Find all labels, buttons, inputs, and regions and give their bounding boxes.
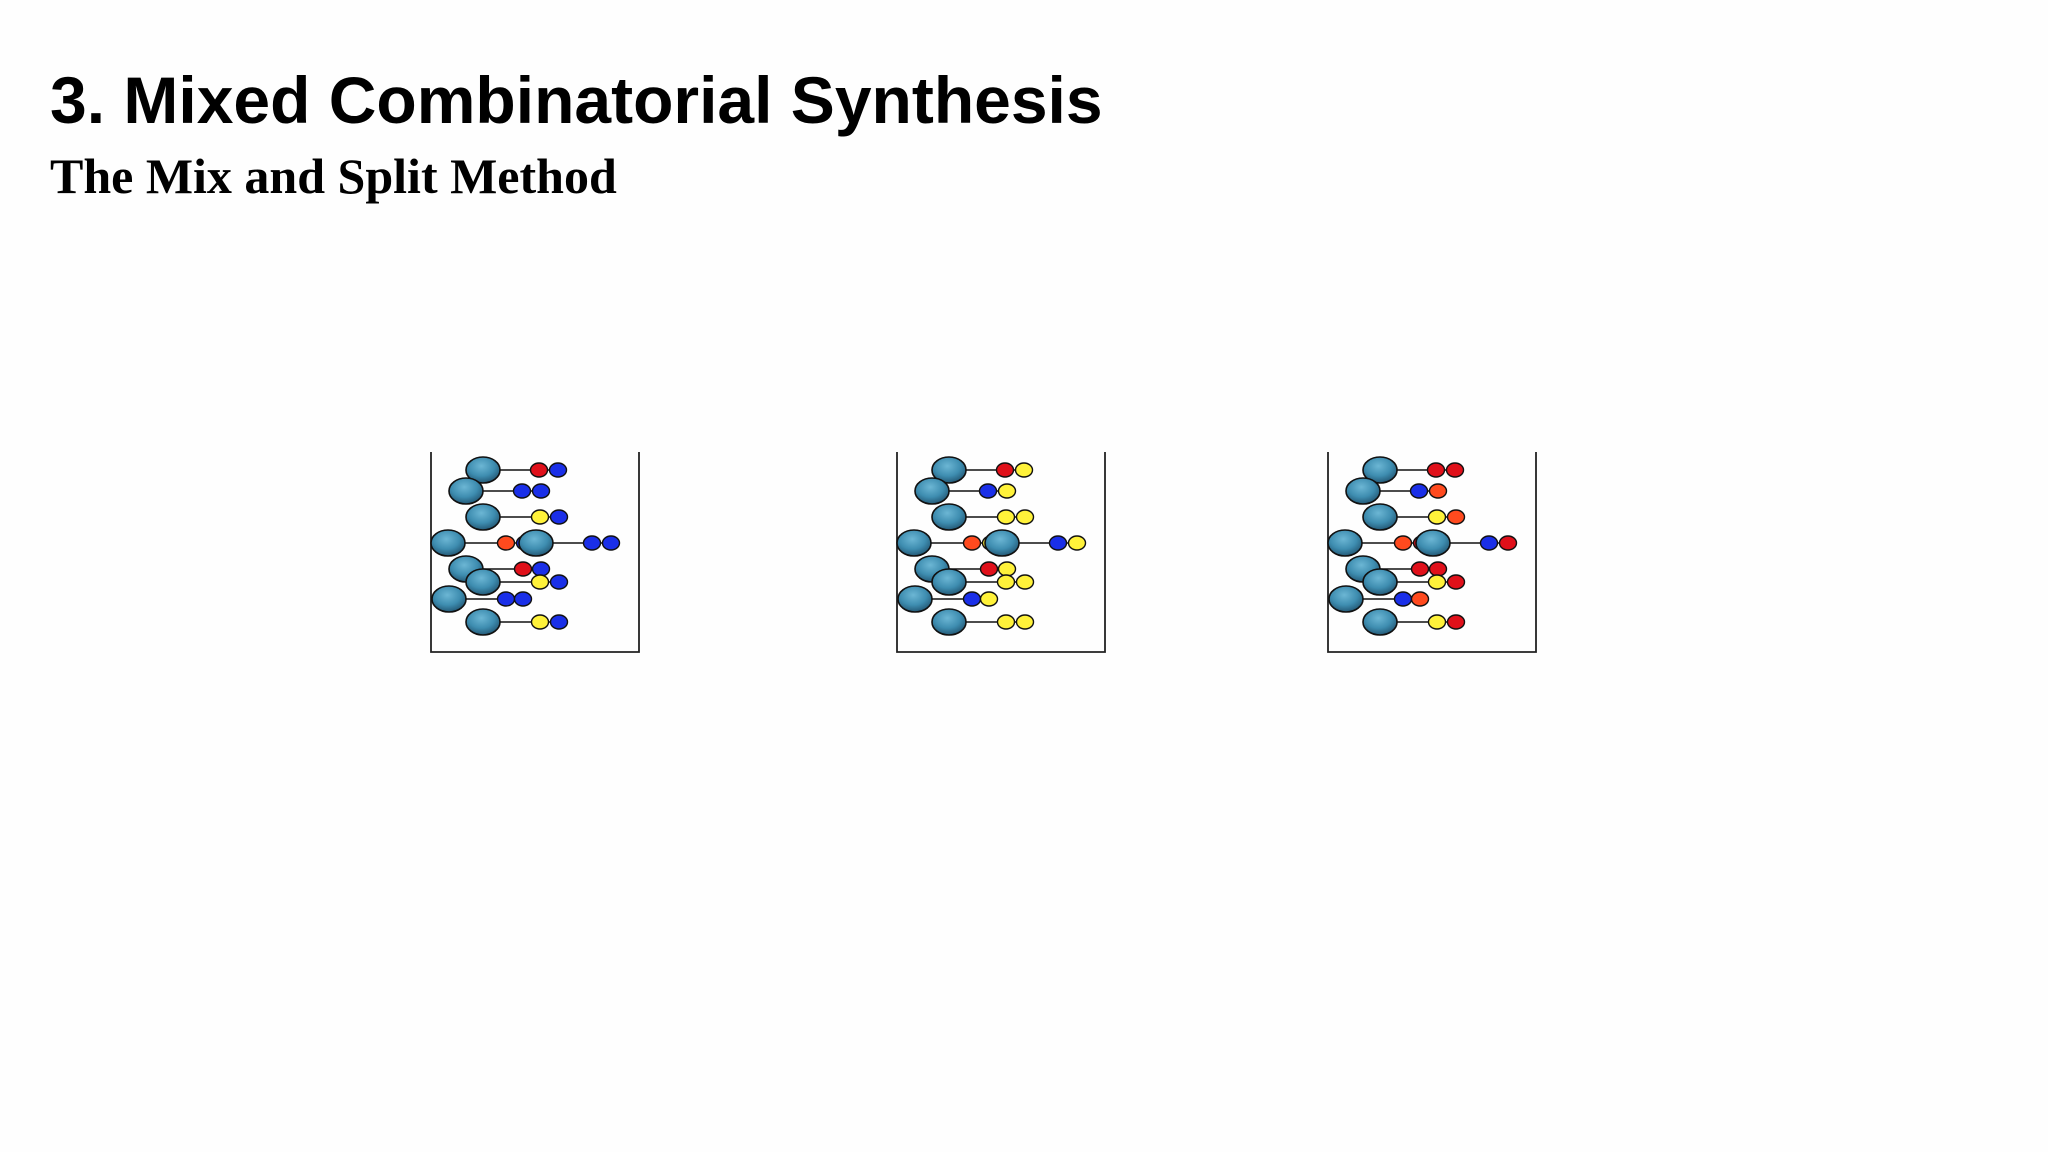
monomer-blue [1409, 483, 1429, 499]
monomer-blue [512, 483, 532, 499]
monomer-red [1446, 614, 1466, 630]
resin-bead [931, 456, 967, 484]
resin-bead [914, 477, 950, 505]
monomer-orange [1393, 535, 1413, 551]
monomer-yellow [1067, 535, 1087, 551]
resin-bead [431, 585, 467, 613]
monomer-red [1498, 535, 1518, 551]
resin-bead [465, 608, 501, 636]
resin-bead [1362, 608, 1398, 636]
monomer-blue [549, 614, 569, 630]
monomer-yellow [1014, 462, 1034, 478]
monomer-yellow [979, 591, 999, 607]
monomer-yellow [530, 614, 550, 630]
resin-bead [1362, 568, 1398, 596]
resin-bead [518, 529, 554, 557]
resin-bead [1362, 503, 1398, 531]
monomer-red [513, 561, 533, 577]
resin-bead [897, 585, 933, 613]
monomer-yellow [1427, 509, 1447, 525]
monomer-red [1426, 462, 1446, 478]
monomer-yellow [1015, 509, 1035, 525]
resin-bead [931, 503, 967, 531]
monomer-blue [549, 574, 569, 590]
monomer-yellow [996, 614, 1016, 630]
monomer-red [1446, 574, 1466, 590]
resin-bead [465, 503, 501, 531]
monomer-orange [496, 535, 516, 551]
monomer-yellow [996, 509, 1016, 525]
monomer-yellow [997, 483, 1017, 499]
resin-bead [448, 477, 484, 505]
monomer-yellow [530, 574, 550, 590]
monomer-red [529, 462, 549, 478]
monomer-yellow [1427, 614, 1447, 630]
monomer-blue [513, 591, 533, 607]
monomer-blue [548, 462, 568, 478]
slide-subtitle: The Mix and Split Method [50, 148, 617, 204]
monomer-blue [531, 483, 551, 499]
resin-bead [465, 568, 501, 596]
monomer-red [1428, 561, 1448, 577]
monomer-red [1410, 561, 1430, 577]
vessel-outline [896, 452, 1106, 653]
resin-bead [896, 529, 932, 557]
resin-bead [1415, 529, 1451, 557]
monomer-red [995, 462, 1015, 478]
monomer-yellow [1015, 614, 1035, 630]
monomer-red [979, 561, 999, 577]
resin-bead [465, 456, 501, 484]
monomer-blue [962, 591, 982, 607]
vessel-2 [896, 452, 1106, 653]
vessel-3 [1327, 452, 1537, 653]
monomer-orange [962, 535, 982, 551]
resin-bead [430, 529, 466, 557]
resin-bead [931, 568, 967, 596]
monomer-blue [496, 591, 516, 607]
slide-title: 3. Mixed Combinatorial Synthesis [50, 63, 1103, 137]
resin-bead [1362, 456, 1398, 484]
monomer-blue [978, 483, 998, 499]
resin-bead [1345, 477, 1381, 505]
monomer-orange [1428, 483, 1448, 499]
monomer-yellow [530, 509, 550, 525]
monomer-red [1445, 462, 1465, 478]
vessel-1 [430, 452, 640, 653]
monomer-blue [1479, 535, 1499, 551]
monomer-blue [1048, 535, 1068, 551]
resin-bead [984, 529, 1020, 557]
monomer-orange [1446, 509, 1466, 525]
monomer-blue [1393, 591, 1413, 607]
vessel-outline [430, 452, 640, 653]
monomer-yellow [997, 561, 1017, 577]
vessel-outline [1327, 452, 1537, 653]
monomer-blue [582, 535, 602, 551]
monomer-blue [601, 535, 621, 551]
monomer-orange [1410, 591, 1430, 607]
monomer-blue [549, 509, 569, 525]
monomer-blue [531, 561, 551, 577]
monomer-yellow [996, 574, 1016, 590]
resin-bead [1328, 585, 1364, 613]
resin-bead [931, 608, 967, 636]
monomer-yellow [1015, 574, 1035, 590]
resin-bead [1327, 529, 1363, 557]
monomer-yellow [1427, 574, 1447, 590]
